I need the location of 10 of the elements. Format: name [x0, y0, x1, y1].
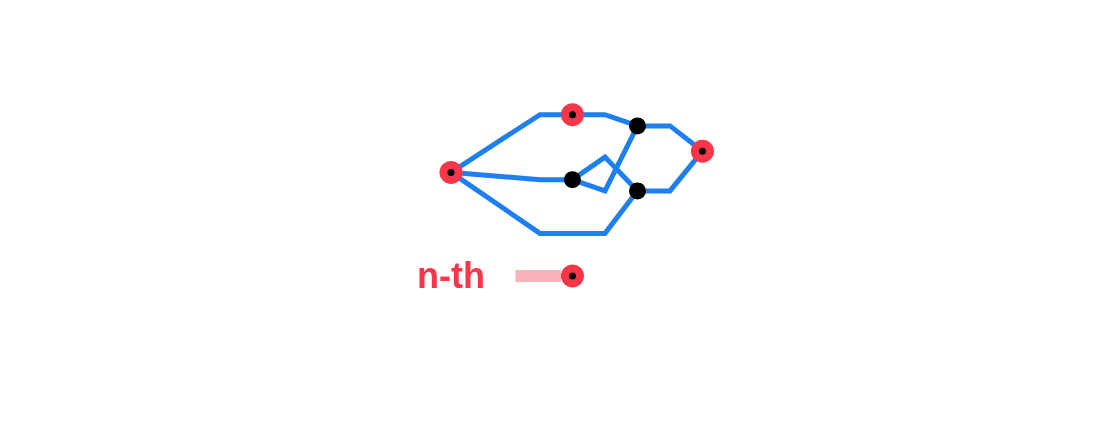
node-circle	[629, 117, 646, 135]
node-circle	[564, 171, 581, 189]
node-circle	[439, 160, 463, 184]
node-circle	[629, 182, 646, 200]
node-circle	[561, 264, 584, 288]
connector	[645, 155, 700, 194]
node-circle	[561, 103, 584, 127]
node-text: n-th	[417, 254, 485, 296]
connector	[578, 131, 637, 194]
node-circle	[691, 139, 714, 163]
